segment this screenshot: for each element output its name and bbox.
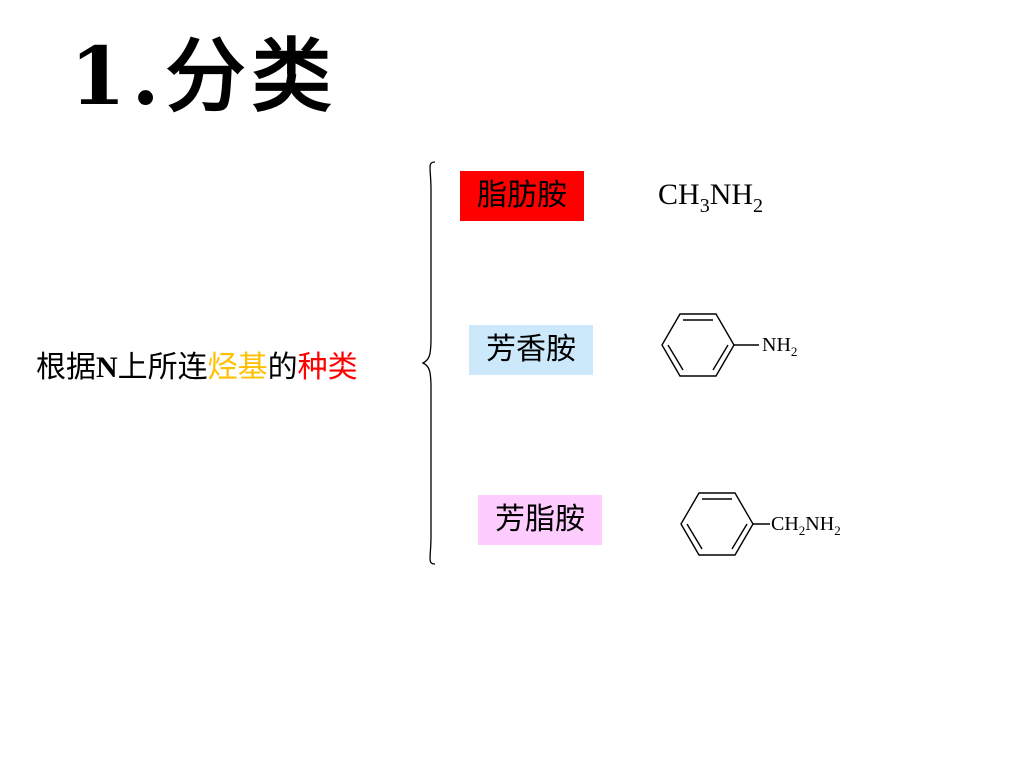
aniline-structure xyxy=(661,313,759,377)
category-tag-aromatic-amine: 芳香胺 xyxy=(469,325,593,375)
group-sub-2a: 2 xyxy=(798,523,806,538)
group-sub-2b: 2 xyxy=(834,523,841,538)
amino-group-label: NH2 xyxy=(762,334,797,358)
benzylamine-structure xyxy=(680,492,770,556)
formula-ch: CH xyxy=(658,178,700,211)
methylamine-formula: CH3NH2 xyxy=(658,178,763,217)
amino-sub-2: 2 xyxy=(790,344,798,359)
methylene-amino-group-label: CH2NH2 xyxy=(771,513,841,537)
slide-title: 1.分类 xyxy=(70,29,338,123)
formula-nh: NH xyxy=(709,178,754,211)
formula-sub-2: 2 xyxy=(753,195,764,217)
formula-sub-3: 3 xyxy=(699,195,710,217)
category-tag-aliphatic-amine: 脂肪胺 xyxy=(460,171,584,221)
group-ch: CH xyxy=(771,513,799,535)
criterion-highlight-type: 种类 xyxy=(297,350,358,385)
curly-brace xyxy=(421,161,436,565)
criterion-highlight-hydrocarbyl: 烃基 xyxy=(207,350,268,385)
criterion-text-2: 上所连 xyxy=(117,350,208,385)
criterion-text-n: N xyxy=(96,351,118,384)
category-tag-araliphatic-amine: 芳脂胺 xyxy=(478,495,602,545)
amino-nh: NH xyxy=(762,334,791,356)
classification-criterion: 根据N上所连烃基的种类 xyxy=(36,348,358,388)
group-nh: NH xyxy=(805,513,835,535)
criterion-text-1: 根据 xyxy=(36,350,96,385)
criterion-text-3: 的 xyxy=(267,350,298,385)
